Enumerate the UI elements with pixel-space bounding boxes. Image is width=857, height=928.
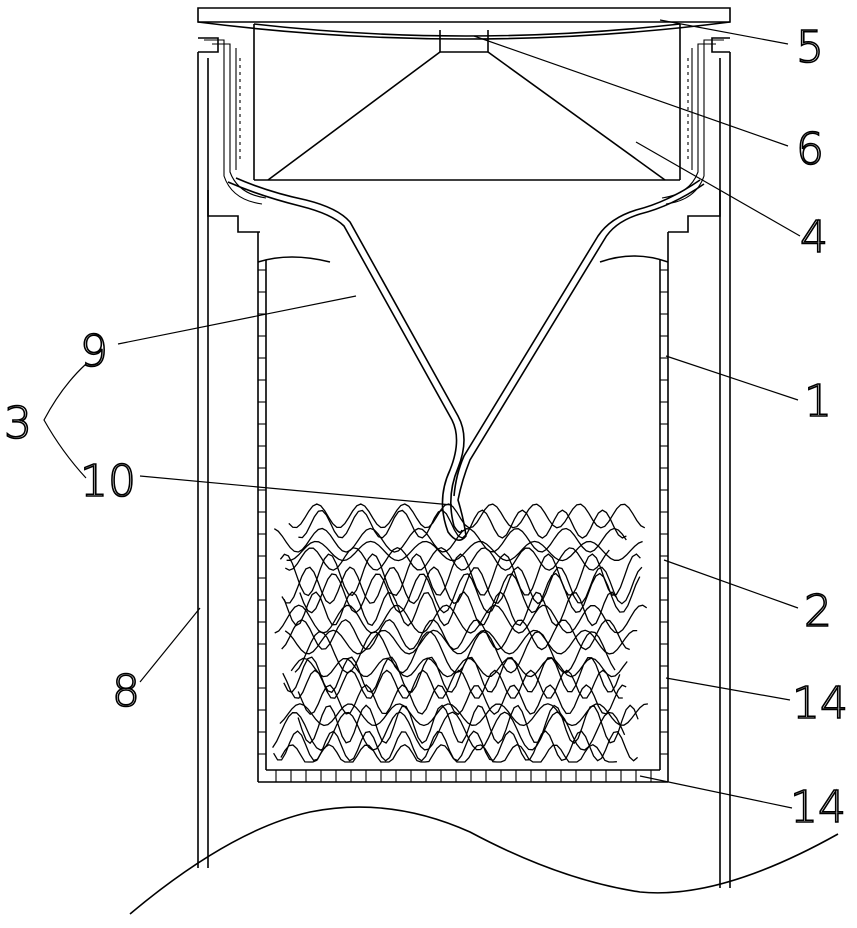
callout-2: 2 (804, 586, 832, 637)
perforations-bottom (275, 770, 652, 782)
callout-3: 3 (4, 398, 32, 449)
fiber-strand (279, 703, 648, 727)
break-line (129, 806, 839, 915)
fiber-strand (283, 591, 617, 627)
fiber-strand (284, 629, 638, 655)
funnel-tube (227, 177, 705, 541)
fiber-strand (272, 711, 626, 751)
fiber-strand (273, 730, 639, 762)
sleeve-walls (204, 39, 724, 233)
callout-14a: 14 (792, 678, 848, 729)
callout-6: 6 (796, 124, 824, 175)
fiber-strand (280, 743, 617, 763)
fiber-strand (297, 704, 639, 745)
callout-9: 9 (80, 326, 108, 377)
callout-4: 4 (800, 212, 828, 263)
fiber-filling (272, 503, 648, 763)
callout-labels: 5 6 4 1 2 14 14 9 3 10 8 (3, 21, 849, 834)
fiber-strand (288, 503, 646, 529)
callout-8: 8 (112, 666, 140, 717)
callout-5: 5 (796, 22, 824, 73)
fiber-strand (279, 553, 641, 597)
callout-10: 10 (80, 456, 136, 507)
fiber-strand (282, 669, 623, 699)
fiber-strand (297, 684, 627, 716)
fiber-strand (281, 618, 630, 651)
fiber-strand (298, 509, 627, 539)
fiber-strand (283, 656, 621, 694)
hopper-body (253, 24, 681, 181)
fiber-strand (273, 527, 627, 553)
inner-cartridge (257, 232, 669, 783)
fiber-strand (274, 604, 648, 634)
callout-1: 1 (804, 376, 832, 427)
top-cap (197, 7, 731, 40)
perforations-left (258, 269, 266, 755)
leader-lines (43, 19, 801, 809)
perforations-right (660, 269, 668, 755)
fiber-strand (281, 566, 643, 605)
fiber-strand (286, 540, 643, 562)
callout-14b: 14 (790, 782, 846, 833)
